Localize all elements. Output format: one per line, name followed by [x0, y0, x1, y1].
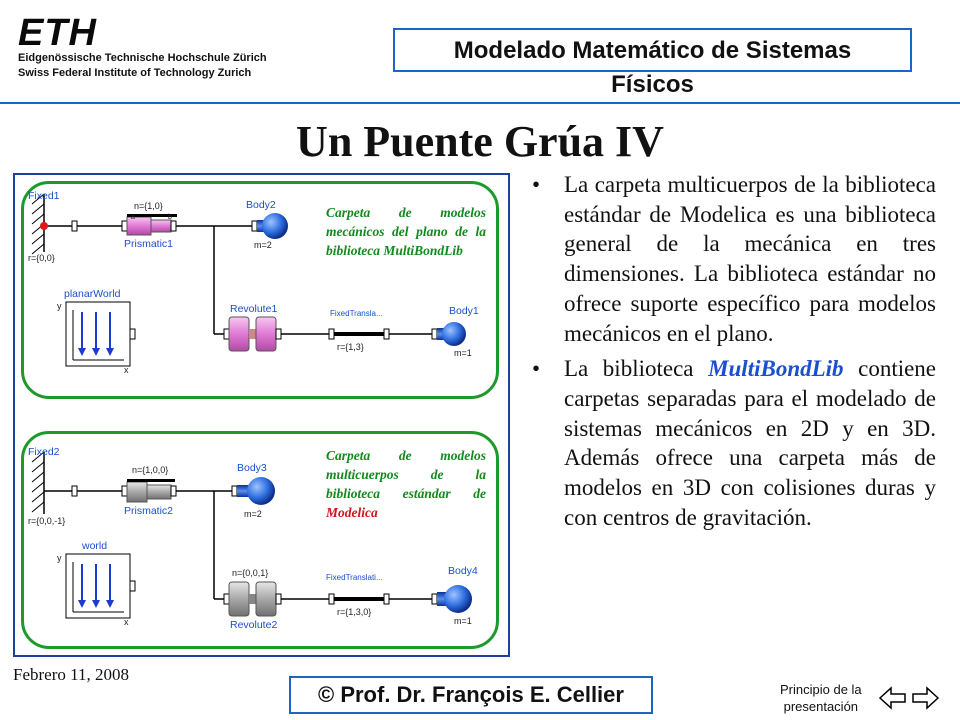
top-panel-graphics	[31, 193, 466, 367]
course-title-line2: Físicos	[611, 71, 694, 98]
fixedtranslation1-param: r={1,3}	[337, 342, 364, 352]
bottom-note-text: Carpeta de modelos multicuerpos de la bi…	[326, 448, 486, 501]
modelica-diagram: Fixed1 r={0,0} n={1,0} a b Prismatic1 Bo…	[13, 173, 510, 657]
y-axis-label-bottom: y	[57, 553, 62, 563]
author-box: © Prof. Dr. François E. Cellier	[289, 676, 653, 714]
bullet-dot-icon: •	[532, 356, 541, 382]
bullet-item-2: • La biblioteca MultiBondLib contiene ca…	[528, 354, 936, 532]
body2-label: Body2	[246, 199, 276, 211]
slide-title: Un Puente Grúa IV	[296, 117, 664, 166]
body1-label: Body1	[449, 305, 479, 317]
bullet-2-text-start: La biblioteca	[564, 356, 694, 382]
home-link[interactable]: Principio de la presentación	[780, 681, 862, 715]
port-b-label: b	[168, 214, 172, 221]
eth-logo: ETH	[18, 12, 97, 54]
bullet-1-text: La carpeta multicuerpos de la biblioteca…	[564, 172, 936, 346]
fixed1-param: r={0,0}	[28, 253, 55, 263]
bullet-2-text-end: contiene carpetas separadas para el mode…	[564, 356, 937, 530]
revolute2-label: Revolute2	[230, 619, 278, 631]
revolute1-label: Revolute1	[230, 303, 278, 315]
prismatic2-label: Prismatic2	[124, 505, 174, 517]
prismatic1-param: n={1,0}	[134, 201, 163, 211]
top-panel-planar: Fixed1 r={0,0} n={1,0} a b Prismatic1 Bo…	[21, 181, 499, 399]
top-panel-note: Carpeta de modelos mecánicos del plano d…	[326, 205, 486, 258]
back-arrow-icon[interactable]	[878, 686, 906, 710]
institution-german: Eidgenössische Technische Hochschule Zür…	[18, 52, 267, 64]
body3-label: Body3	[237, 462, 267, 474]
course-title: Modelado Matemático de Sistemas	[393, 28, 912, 72]
body1-param: m=1	[454, 348, 472, 358]
navigation-arrows	[878, 686, 940, 710]
home-link-line2: presentación	[783, 699, 859, 714]
bullet-list: • La carpeta multicuerpos de la bibliote…	[528, 170, 936, 538]
fixedtranslation2-label: FixedTranslati...	[326, 573, 383, 582]
fixed2-param: r={0,0,-1}	[28, 516, 66, 526]
date-label: Febrero 11, 2008	[13, 665, 129, 684]
bullet-item-1: • La carpeta multicuerpos de la bibliote…	[528, 170, 936, 348]
bottom-panel-multibody: Fixed2 r={0,0,-1} n={1,0,0} Prismatic2 B…	[21, 431, 499, 649]
modelica-highlight: Modelica	[326, 505, 378, 520]
body4-param: m=1	[454, 616, 472, 626]
port-a-label: a	[131, 214, 135, 221]
fixedtranslation2-param: r={1,3,0}	[337, 607, 372, 617]
bottom-panel-graphics	[31, 451, 472, 619]
revolute2-param: n={0,0,1}	[232, 568, 269, 578]
prismatic1-label: Prismatic1	[124, 238, 174, 250]
home-link-line1: Principio de la	[780, 682, 862, 697]
body4-label: Body4	[448, 565, 478, 577]
fixedtranslation1-label: FixedTransla...	[330, 309, 383, 318]
multibondlib-highlight: MultiBondLib	[708, 356, 844, 382]
planarworld-label: planarWorld	[64, 288, 121, 300]
y-axis-label: y	[57, 301, 62, 311]
institution-english: Swiss Federal Institute of Technology Zu…	[18, 67, 252, 79]
bottom-panel-note: Carpeta de modelos multicuerpos de la bi…	[326, 446, 486, 522]
body3-param: m=2	[244, 509, 262, 519]
fixed1-label: Fixed1	[28, 190, 60, 202]
body2-param: m=2	[254, 240, 272, 250]
fixed2-label: Fixed2	[28, 446, 60, 458]
x-axis-label-bottom: x	[124, 617, 129, 627]
header-divider	[0, 102, 960, 104]
prismatic2-param: n={1,0,0}	[132, 465, 169, 475]
bullet-dot-icon: •	[532, 172, 541, 197]
forward-arrow-icon[interactable]	[912, 686, 940, 710]
x-axis-label: x	[124, 365, 129, 375]
world-label: world	[82, 540, 108, 552]
